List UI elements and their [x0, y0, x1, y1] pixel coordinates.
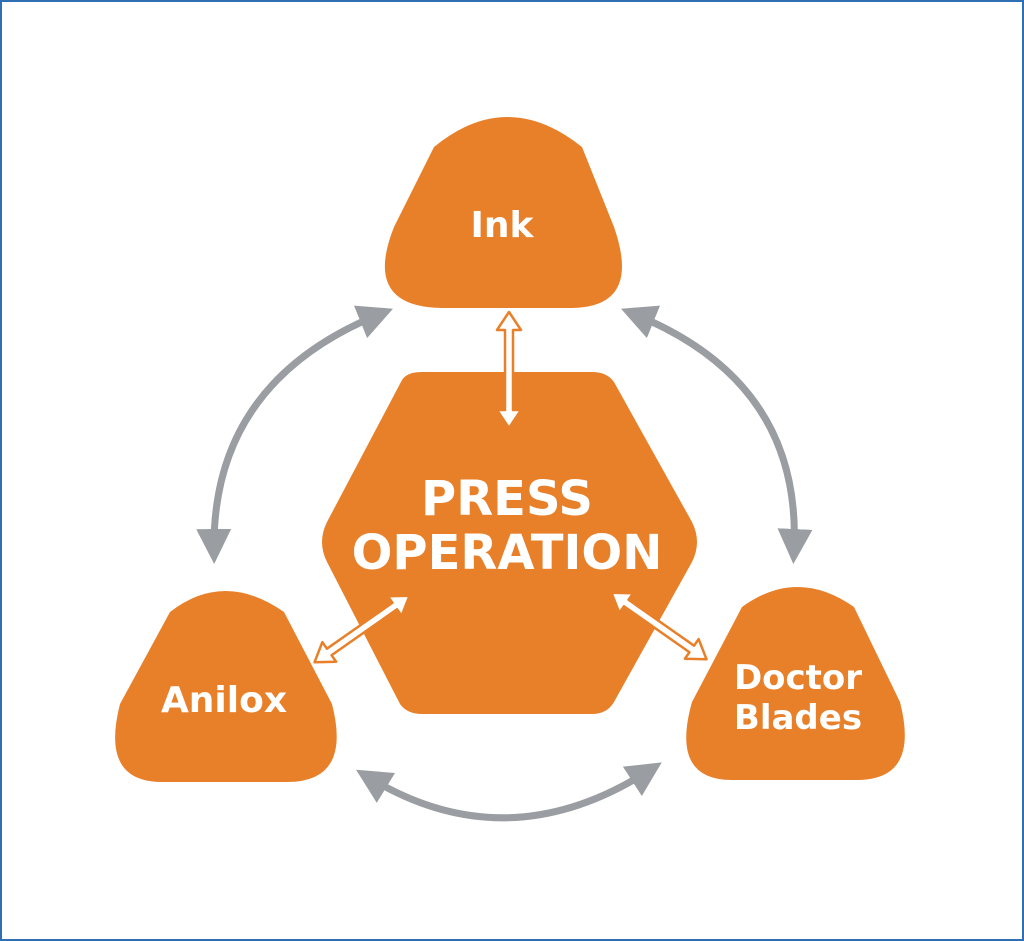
cycle-arrow-ink-anilox	[196, 305, 393, 564]
cycle-arrow-ink-doctor-blades	[621, 305, 813, 564]
arrow-anilox-press-shape	[313, 594, 411, 664]
press-operation-label-line1: PRESS	[421, 471, 593, 527]
doctor-blades-label-line2: Blades	[734, 698, 862, 738]
anilox-label: Anilox	[161, 680, 287, 721]
doctor-blades-node: Doctor Blades	[686, 587, 905, 780]
press-operation-shape	[322, 372, 697, 714]
arrow-ink-press	[495, 310, 523, 430]
anilox-node: Anilox	[115, 591, 337, 782]
anilox-shape	[115, 591, 337, 782]
arrow-doctor-blades-press-shape	[610, 591, 708, 661]
arrow-doctor-blades-press	[610, 591, 708, 661]
ink-label: Ink	[471, 205, 535, 246]
press-operation-node: PRESS OPERATION	[322, 372, 697, 714]
doctor-blades-label-line1: Doctor	[734, 658, 862, 698]
ink-shape	[384, 117, 622, 308]
arrow-ink-press-shape	[495, 310, 523, 430]
arrow-anilox-press	[313, 594, 411, 664]
doctor-blades-shape	[686, 587, 905, 780]
cycle-arrow-anilox-doctor-blades	[356, 762, 662, 822]
ink-node: Ink	[384, 117, 622, 308]
press-operation-label-line2: OPERATION	[352, 525, 663, 581]
